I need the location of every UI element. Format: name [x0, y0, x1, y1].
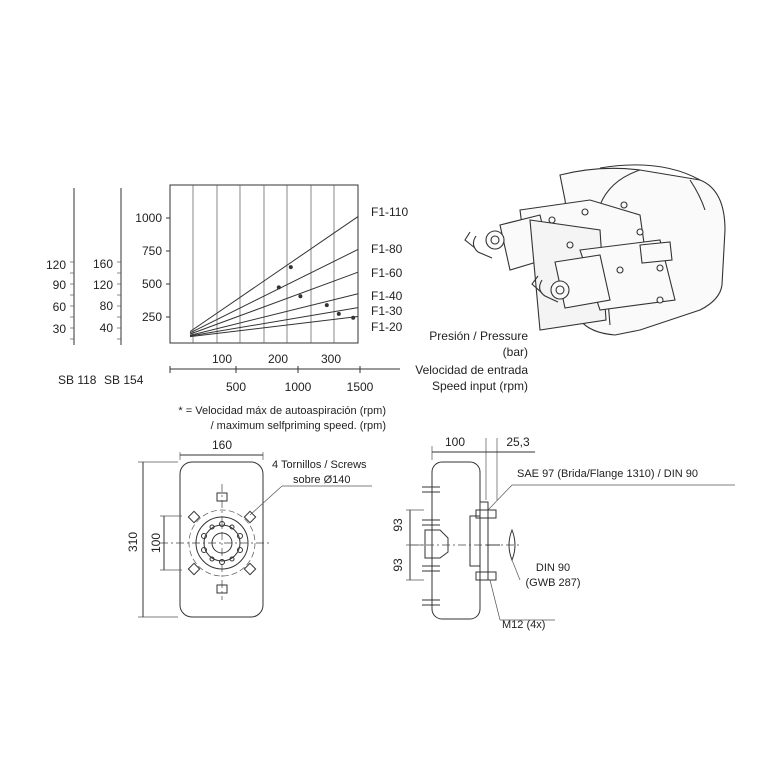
- sb118-tick-120: 120: [46, 258, 66, 272]
- selfpriming-marker-f1-30: [336, 311, 341, 316]
- sb154-tick-120: 120: [93, 278, 113, 292]
- selfpriming-marker-f1-60: [298, 294, 303, 299]
- sb118-label: SB 118: [58, 373, 97, 387]
- x-tick-bottom-label: 1000: [285, 380, 312, 394]
- x-tick-top-label: 300: [321, 352, 341, 366]
- y-ticks-marks: [166, 217, 170, 318]
- side-view: 100 25,3 93 93 SAE 97 (Brida/Flange 1310…: [391, 435, 735, 631]
- selfpriming-marker-f1-40: [324, 303, 329, 308]
- sb154-tick-80: 80: [100, 299, 114, 313]
- y-tick-label: 1000: [135, 211, 162, 225]
- speed-axis-label-en: Speed input (rpm): [432, 379, 528, 393]
- chart: 1000 750 500 250 F1-110F1-80F1-60F1-40F1…: [135, 184, 528, 432]
- sb154-tick-40: 40: [100, 321, 114, 335]
- x-tick-top-label: 200: [268, 352, 288, 366]
- dim-93-upper: 93: [391, 518, 405, 532]
- series-label-f1-40: F1-40: [371, 289, 403, 303]
- din90-label: DIN 90: [536, 562, 570, 574]
- dim-25-3: 25,3: [506, 435, 530, 449]
- footnote-line-2: / maximum selfpriming speed. (rpm): [211, 420, 386, 432]
- series-line-f1-80: [189, 249, 359, 334]
- x-tick-bottom-label: 1500: [347, 380, 374, 394]
- series-label-f1-110: F1-110: [371, 205, 408, 219]
- sb118-tick-90: 90: [53, 278, 67, 292]
- y-tick-label: 750: [142, 244, 162, 258]
- y-tick-label: 500: [142, 277, 162, 291]
- x-tick-bottom-label: 500: [226, 380, 246, 394]
- series-line-f1-40: [189, 293, 359, 336]
- series-label-f1-60: F1-60: [371, 266, 403, 280]
- side-housing: [431, 461, 481, 620]
- m12-label: M12 (4x): [502, 619, 545, 631]
- y-tick-label: 250: [142, 310, 162, 324]
- series-line-f1-20: [189, 315, 359, 338]
- speed-axis-label-es: Velocidad de entrada: [415, 363, 528, 377]
- pressure-axis-unit: (bar): [503, 345, 528, 359]
- sb118-tick-30: 30: [53, 322, 67, 336]
- width-dim-160: 160: [212, 438, 232, 452]
- series-line-f1-60: [189, 271, 359, 335]
- pressure-axis-label: Presión / Pressure: [429, 329, 528, 343]
- sae-flange-label: SAE 97 (Brida/Flange 1310) / DIN 90: [517, 468, 698, 480]
- dim-93-lower: 93: [391, 558, 405, 572]
- selfpriming-marker-f1-80: [276, 285, 281, 290]
- chart-grid: [192, 185, 335, 343]
- selfpriming-marker-f1-110: [288, 265, 293, 270]
- screws-label-line-2: sobre Ø140: [293, 474, 350, 486]
- pump-isometric-illustration: [464, 164, 726, 336]
- sb154-scale: 160 120 80 40 SB 154: [93, 188, 144, 387]
- selfpriming-marker-f1-20: [351, 315, 356, 320]
- series-label-f1-20: F1-20: [371, 320, 403, 334]
- series-label-f1-80: F1-80: [371, 242, 403, 256]
- dim-100: 100: [445, 435, 465, 449]
- height-dim-310: 310: [126, 532, 140, 552]
- sb154-tick-160: 160: [93, 257, 113, 271]
- front-view: 160 310 100 4 Tornillos / Screws sobre Ø…: [126, 438, 372, 618]
- din90-gwb-label: (GWB 287): [525, 577, 580, 589]
- series-line-f1-110: [189, 216, 359, 333]
- footnote-line-1: * = Velocidad máx de autoaspiración (rpm…: [178, 405, 386, 417]
- bolt-dim-100: 100: [149, 533, 163, 553]
- front-housing: [179, 461, 264, 618]
- sb118-scale: 120 90 60 30 SB 118: [46, 188, 97, 387]
- sb118-tick-60: 60: [53, 300, 67, 314]
- series-line-f1-30: [189, 307, 359, 337]
- screws-label-line-1: 4 Tornillos / Screws: [272, 459, 367, 471]
- sb154-label: SB 154: [104, 373, 144, 387]
- series-label-f1-30: F1-30: [371, 304, 403, 318]
- x-tick-top-label: 100: [212, 352, 232, 366]
